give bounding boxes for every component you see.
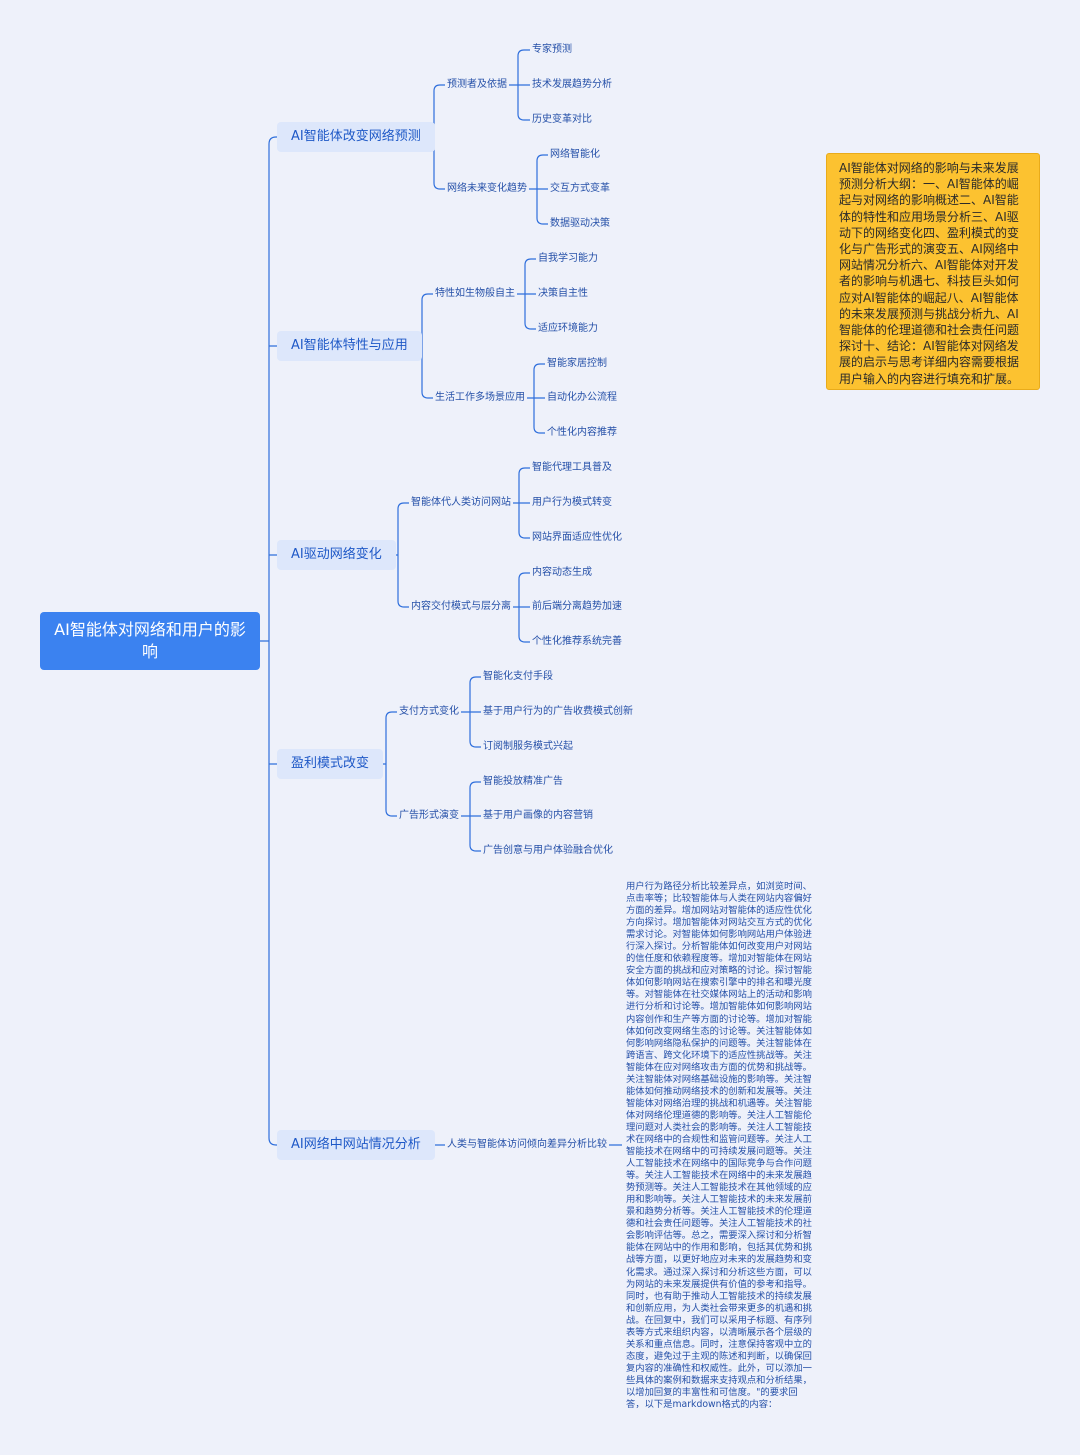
connector-path — [521, 363, 545, 434]
leaf-node[interactable]: 数据驱动决策 — [548, 217, 612, 231]
leaf-node[interactable]: 基于用户行为的广告收费模式创新 — [481, 705, 635, 719]
leaf-node[interactable]: 智能投放精准广告 — [481, 775, 565, 789]
leaf-node[interactable]: 自动化办公流程 — [545, 391, 619, 405]
sub-node[interactable]: 支付方式变化 — [397, 705, 461, 719]
leaf-node[interactable]: 智能化支付手段 — [481, 670, 555, 684]
leaf-node[interactable]: 技术发展趋势分析 — [530, 78, 614, 92]
summary-note: AI智能体对网络的影响与未来发展预测分析大纲：一、AI智能体的崛起与对网络的影响… — [826, 153, 1040, 390]
sub-node[interactable]: 特性如生物般自主 — [433, 287, 517, 301]
leaf-node[interactable]: 专家预测 — [530, 43, 574, 57]
sub-node[interactable]: 人类与智能体访问倾向差异分析比较 — [445, 1138, 609, 1152]
branch-node[interactable]: AI驱动网络变化 — [277, 540, 396, 570]
analysis-paragraph: 用户行为路径分析比较差异点，如浏览时间、点击率等；比较智能体与人类在网站内容偏好… — [626, 881, 812, 1411]
connector-path — [506, 49, 530, 121]
sub-node[interactable]: 广告形式演变 — [397, 809, 461, 823]
sub-node[interactable]: 智能体代人类访问网站 — [409, 496, 513, 510]
connector-path — [260, 136, 277, 1146]
leaf-node[interactable]: 适应环境能力 — [536, 322, 600, 336]
leaf-node[interactable]: 网络智能化 — [548, 148, 602, 162]
sub-node[interactable]: 生活工作多场景应用 — [433, 391, 527, 405]
branch-node[interactable]: AI智能体改变网络预测 — [277, 122, 435, 152]
branch-node[interactable]: AI智能体特性与应用 — [277, 331, 422, 361]
connector-path — [524, 154, 548, 225]
leaf-node[interactable]: 内容动态生成 — [530, 566, 594, 580]
leaf-node[interactable]: 历史变革对比 — [530, 113, 594, 127]
connector-path — [507, 572, 530, 643]
branch-node[interactable]: 盈利模式改变 — [277, 749, 384, 779]
leaf-node[interactable]: 个性化推荐系统完善 — [530, 635, 624, 649]
leaf-node[interactable]: 个性化内容推荐 — [545, 426, 619, 440]
leaf-node[interactable]: 前后端分离趋势加速 — [530, 600, 624, 614]
sub-node[interactable]: 网络未来变化趋势 — [445, 182, 529, 196]
connector-path — [457, 676, 481, 748]
root-node[interactable]: AI智能体对网络和用户的影响 — [40, 612, 260, 670]
connector-path — [457, 781, 481, 852]
leaf-node[interactable]: 基于用户画像的内容营销 — [481, 809, 595, 823]
leaf-node[interactable]: 网站界面适应性优化 — [530, 531, 624, 545]
leaf-node[interactable]: 自我学习能力 — [536, 252, 600, 266]
leaf-node[interactable]: 智能代理工具普及 — [530, 461, 614, 475]
connector-path — [512, 258, 536, 330]
branch-node[interactable]: AI网络中网站情况分析 — [277, 1130, 435, 1160]
sub-node[interactable]: 预测者及依据 — [445, 78, 509, 92]
root-label: AI智能体对网络和用户的影响 — [54, 620, 246, 661]
connector-path — [507, 467, 530, 539]
leaf-node[interactable]: 交互方式变革 — [548, 182, 612, 196]
leaf-node[interactable]: 广告创意与用户体验融合优化 — [481, 844, 615, 858]
sub-node[interactable]: 内容交付模式与层分离 — [409, 600, 513, 614]
leaf-node[interactable]: 用户行为模式转变 — [530, 496, 614, 510]
leaf-node[interactable]: 订阅制服务模式兴起 — [481, 740, 575, 754]
leaf-node[interactable]: 智能家居控制 — [545, 357, 609, 371]
leaf-node[interactable]: 决策自主性 — [536, 287, 590, 301]
